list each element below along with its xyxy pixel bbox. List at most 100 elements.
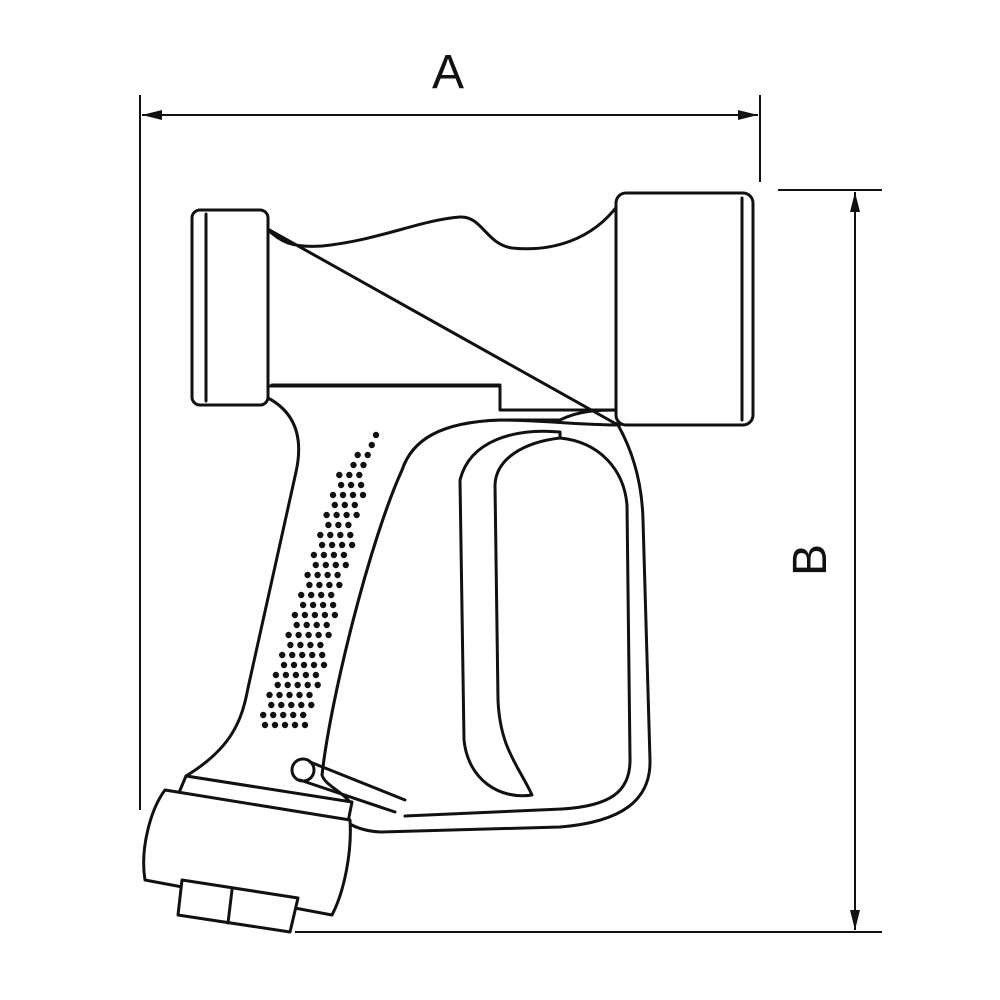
grip-dot: [281, 721, 289, 729]
grip-dot: [295, 631, 302, 639]
grip-dot: [334, 571, 341, 579]
grip-dot: [293, 621, 300, 629]
grip-dot: [304, 571, 311, 579]
grip-dot: [337, 481, 345, 489]
grip-dot: [319, 651, 326, 659]
grip-dot: [306, 691, 313, 699]
grip-dot: [291, 721, 299, 729]
grip-dot: [342, 561, 349, 569]
grip-dot: [372, 431, 380, 439]
trigger-lever: [458, 429, 562, 798]
grip-dot: [356, 471, 363, 479]
grip-dot: [261, 721, 269, 729]
grip-dot: [313, 621, 320, 629]
grip-dot: [346, 471, 353, 479]
grip-dot: [360, 461, 367, 469]
outlet-cap: [614, 191, 755, 427]
grip-dot: [351, 501, 358, 509]
grip-dot: [354, 451, 361, 459]
grip-dot: [325, 631, 332, 639]
grip-dot: [297, 641, 304, 649]
hex-fitting: [176, 878, 300, 934]
grip-dot: [291, 611, 299, 619]
grip-dot: [305, 631, 312, 639]
grip-dot: [328, 591, 335, 599]
grip-dot: [323, 511, 330, 519]
grip-dot: [319, 601, 327, 609]
grip-dot: [299, 651, 306, 659]
grip-dot: [310, 551, 318, 559]
trigger-link: [298, 760, 407, 814]
grip-dot: [309, 601, 317, 609]
grip-dot: [303, 621, 310, 629]
grip-dot: [286, 691, 293, 699]
grip-dot: [348, 541, 356, 549]
grip-dot: [307, 641, 314, 649]
grip-dot: [312, 671, 320, 679]
dimension-label-a: A: [432, 46, 464, 99]
grip-dot: [337, 531, 344, 539]
grip-dot: [279, 651, 286, 659]
grip-dot: [274, 681, 281, 689]
grip-dot: [318, 591, 325, 599]
grip-dot: [315, 631, 322, 639]
grip-dot: [322, 561, 329, 569]
grip-dot: [266, 691, 273, 699]
grip-dot: [341, 501, 348, 509]
grip-dot: [285, 631, 292, 639]
grip-dot: [300, 661, 308, 669]
grip-dot: [328, 541, 336, 549]
spray-gun: [142, 191, 755, 934]
grip-dot: [340, 551, 348, 559]
grip-dot: [280, 661, 288, 669]
grip-dot: [299, 601, 307, 609]
grip-dot: [284, 681, 291, 689]
grip-dot: [289, 651, 296, 659]
dimension-b: B: [295, 189, 882, 933]
grip-dot: [326, 581, 333, 589]
grip-dot: [314, 681, 321, 689]
grip-dot: [339, 491, 347, 499]
dimension-a: A: [139, 46, 761, 810]
grip-dot: [304, 681, 311, 689]
gun-handle: [184, 384, 622, 804]
grip-dot: [280, 711, 287, 719]
grip-dot: [321, 611, 329, 619]
grip-dot: [317, 641, 324, 649]
grip-dot: [310, 661, 318, 669]
grip-dot: [359, 491, 367, 499]
grip-dot: [296, 691, 303, 699]
grip-dot: [323, 621, 330, 629]
grip-dot: [298, 591, 305, 599]
grip-dot: [331, 501, 338, 509]
inlet-cap: [190, 208, 270, 407]
grip-dot: [308, 701, 315, 709]
grip-dot: [325, 521, 332, 529]
grip-dot: [272, 671, 280, 679]
grip-dot: [324, 571, 331, 579]
trigger-guard: [403, 436, 632, 818]
grip-dot: [331, 611, 339, 619]
grip-dot: [301, 721, 309, 729]
grip-dot: [294, 681, 301, 689]
grip-dot: [260, 711, 267, 719]
grip-dot: [302, 671, 310, 679]
grip-dot: [292, 671, 300, 679]
grip-dot: [301, 611, 309, 619]
grip-dot: [268, 701, 275, 709]
dimension-label-b: B: [784, 544, 837, 576]
grip-dot: [270, 711, 277, 719]
grip-dot: [336, 471, 343, 479]
grip-dot: [345, 521, 352, 529]
grip-dot: [343, 511, 350, 519]
grip-dot: [336, 581, 343, 589]
grip-dot: [282, 671, 290, 679]
grip-dot: [350, 461, 357, 469]
grip-dot: [278, 701, 285, 709]
grip-dot: [318, 541, 326, 549]
grip-dot: [349, 491, 357, 499]
grip-dot: [329, 601, 337, 609]
grip-dot: [317, 531, 324, 539]
grip-dot: [329, 491, 337, 499]
grip-dot: [290, 661, 298, 669]
